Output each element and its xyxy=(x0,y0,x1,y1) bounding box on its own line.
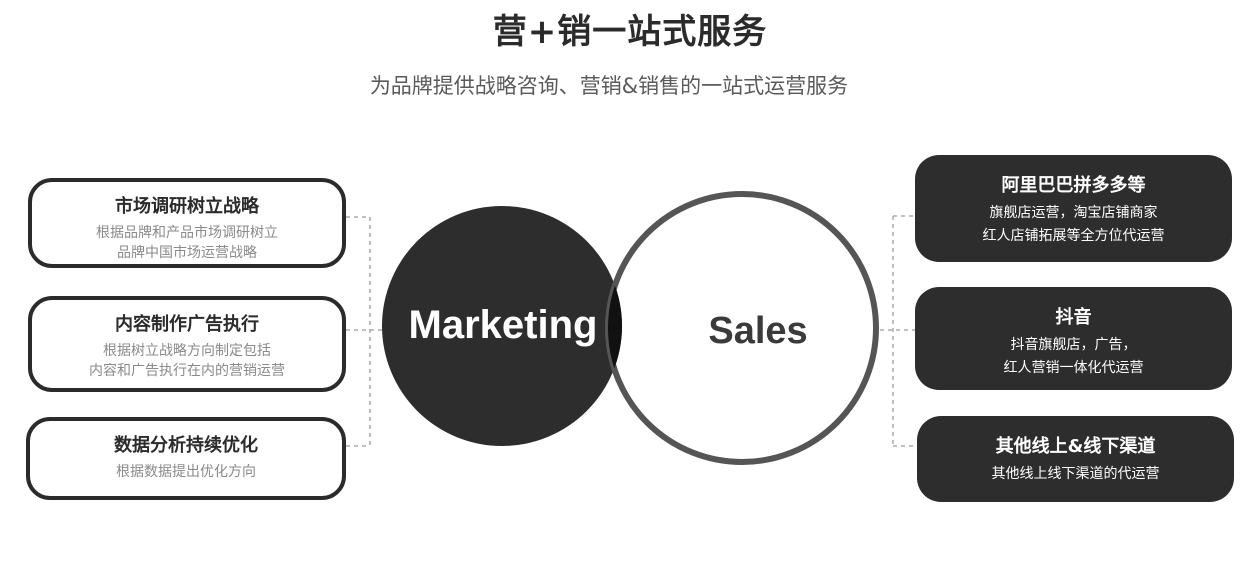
left-box-line: 内容和广告执行在内的营销运营 xyxy=(89,363,285,379)
sales-label: Sales xyxy=(708,310,807,352)
right-connectors xyxy=(880,215,917,447)
left-box-line: 根据数据提出优化方向 xyxy=(116,464,256,480)
right-box-douyin: 抖音 抖音旗舰店，广告， 红人营销一体化代运营 xyxy=(915,287,1232,390)
left-box-line: 根据品牌和产品市场调研树立 xyxy=(96,225,278,241)
right-box-alibaba: 阿里巴巴拼多多等 旗舰店运营，淘宝店铺商家 红人店铺拓展等全方位代运营 xyxy=(915,155,1232,262)
left-box-line: 品牌中国市场运营战略 xyxy=(117,245,257,261)
page-title: 营+销一站式服务 xyxy=(492,12,768,52)
right-box-line: 抖音旗舰店，广告， xyxy=(1010,337,1137,353)
right-box-line: 旗舰店运营，淘宝店铺商家 xyxy=(989,205,1158,221)
page-subtitle: 为品牌提供战略咨询、营销&销售的一站式运营服务 xyxy=(369,74,849,98)
left-box-title: 市场调研树立战略 xyxy=(115,196,259,217)
right-box-title: 其他线上&线下渠道 xyxy=(995,436,1156,457)
left-box-title: 数据分析持续优化 xyxy=(114,435,258,456)
right-box-title: 阿里巴巴拼多多等 xyxy=(1001,175,1146,196)
right-box-line: 其他线上线下渠道的代运营 xyxy=(991,466,1160,482)
right-box-line: 红人营销一体化代运营 xyxy=(1003,360,1144,376)
left-box-data: 数据分析持续优化 根据数据提出优化方向 xyxy=(26,417,346,500)
left-box-line: 根据树立战略方向制定包括 xyxy=(103,343,271,359)
right-box-title: 抖音 xyxy=(1055,307,1092,328)
left-connectors xyxy=(346,216,382,447)
right-box-other-channels: 其他线上&线下渠道 其他线上线下渠道的代运营 xyxy=(917,416,1234,502)
left-box-research: 市场调研树立战略 根据品牌和产品市场调研树立 品牌中国市场运营战略 xyxy=(28,178,346,268)
left-box-title: 内容制作广告执行 xyxy=(115,314,259,335)
plus-sign: + xyxy=(623,305,644,346)
marketing-label: Marketing xyxy=(409,303,598,347)
right-box-line: 红人店铺拓展等全方位代运营 xyxy=(982,228,1165,244)
left-box-content: 内容制作广告执行 根据树立战略方向制定包括 内容和广告执行在内的营销运营 xyxy=(28,296,346,392)
marketing-circle xyxy=(382,206,622,446)
